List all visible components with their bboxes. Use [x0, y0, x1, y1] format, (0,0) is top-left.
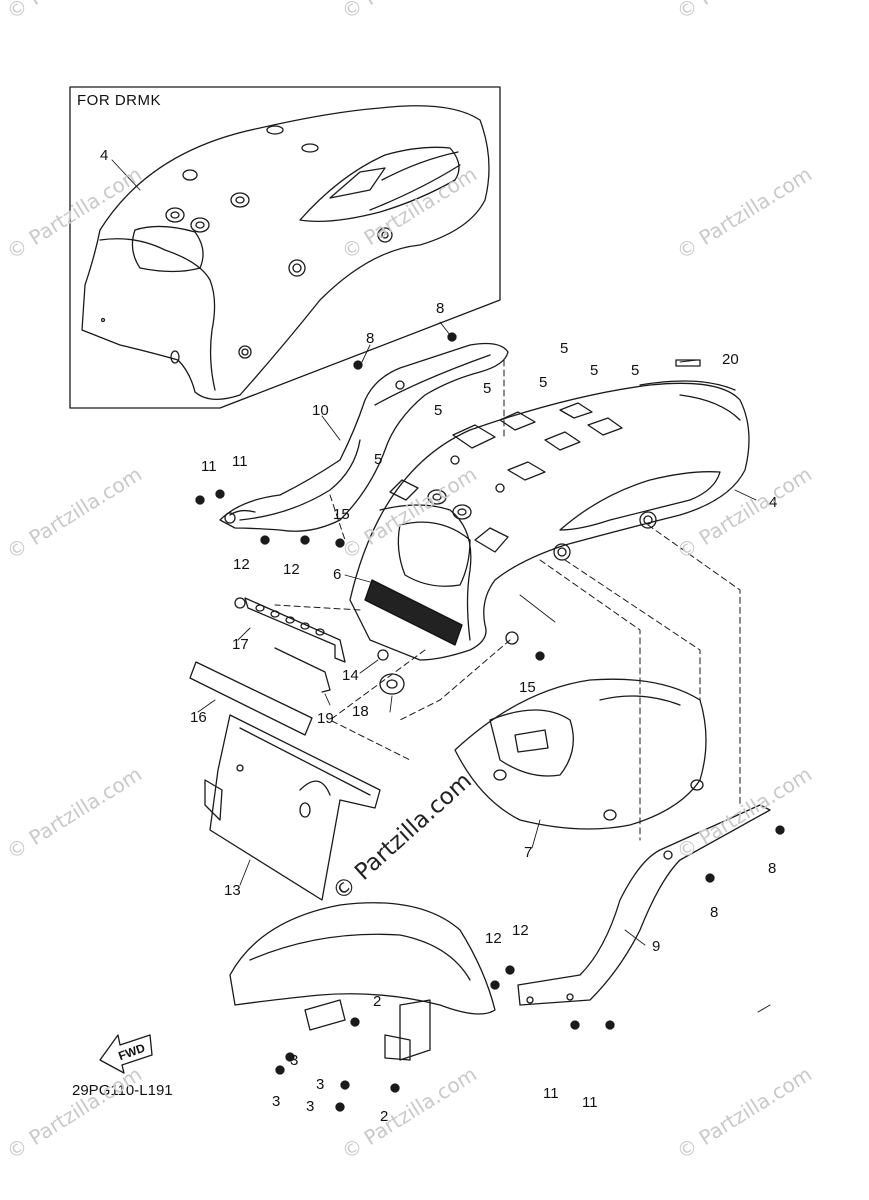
callout: 18	[352, 703, 369, 720]
inset-title: FOR DRMK	[77, 92, 161, 109]
callout: 11	[232, 453, 248, 470]
callout: 15	[519, 679, 536, 696]
callout: 15	[333, 506, 350, 523]
grab-bar	[219, 342, 509, 532]
callout: 11	[201, 458, 217, 475]
front-fender	[229, 902, 496, 1061]
callout: 19	[317, 710, 334, 727]
strip-6	[364, 579, 463, 646]
callout: 8	[436, 300, 445, 317]
bolts	[195, 332, 785, 1112]
callout: 5	[631, 362, 640, 379]
callout: 6	[333, 566, 342, 583]
callout: 11	[543, 1085, 559, 1102]
inset-seat	[81, 105, 490, 400]
inset-frame	[69, 86, 501, 409]
callout: 14	[342, 667, 359, 684]
callout: 13	[224, 882, 241, 899]
callout: 10	[312, 402, 329, 419]
callout: 12	[283, 561, 300, 578]
callout: 9	[652, 938, 661, 955]
rear-fender	[454, 678, 707, 830]
callout: 12	[512, 922, 529, 939]
callout: 3	[306, 1098, 315, 1115]
callout: 2	[380, 1108, 389, 1125]
callout: 3	[272, 1093, 281, 1110]
callout: 5	[434, 402, 443, 419]
callout: 20	[722, 351, 739, 368]
callout: 4	[769, 494, 778, 511]
cable	[274, 647, 331, 693]
strip-16	[189, 661, 313, 736]
callout: 5	[539, 374, 548, 391]
license-bracket	[204, 714, 381, 901]
callout: 8	[710, 904, 719, 921]
callout: 11	[582, 1094, 598, 1111]
callout: 5	[590, 362, 599, 379]
callout: 7	[524, 844, 533, 861]
callout: 8	[366, 330, 375, 347]
callout: 5	[560, 340, 569, 357]
callout: 3	[316, 1076, 325, 1093]
callout: 5	[483, 380, 492, 397]
callout: 17	[232, 636, 249, 653]
light-bracket	[234, 597, 346, 663]
callout: 8	[768, 860, 777, 877]
callout: 4	[100, 147, 109, 164]
callout: 12	[485, 930, 502, 947]
callout: 3	[290, 1052, 299, 1069]
diagram-code: 29PG110-L191	[72, 1082, 173, 1099]
callout: 16	[190, 709, 207, 726]
callout: 2	[373, 993, 382, 1010]
main-seat	[349, 359, 750, 661]
fender-stay	[517, 804, 771, 1006]
fwd-arrow-icon	[99, 1034, 153, 1074]
callout: 5	[374, 451, 383, 468]
callout: 12	[233, 556, 250, 573]
